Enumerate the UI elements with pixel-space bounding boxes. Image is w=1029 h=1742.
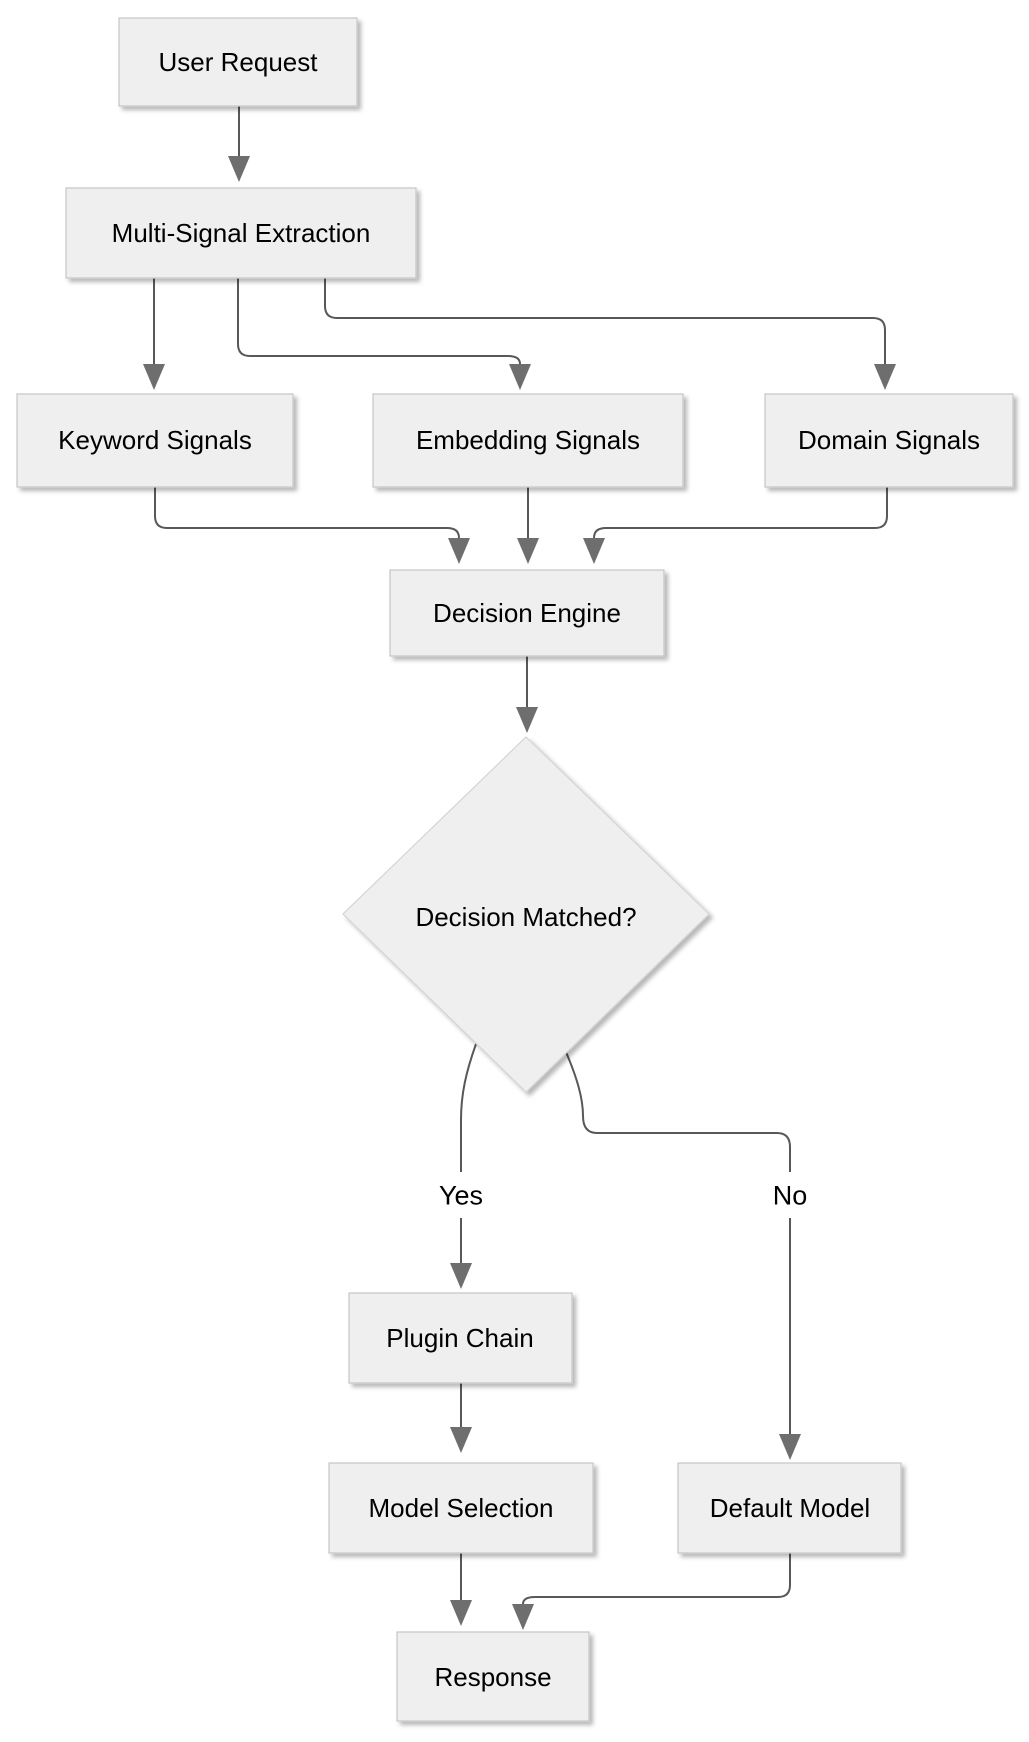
arrowhead-decision-engine-right	[583, 538, 605, 564]
node-decision-matched-diamond	[342, 736, 710, 1093]
arrowhead-domain-signals	[874, 364, 896, 390]
node-default-model-label: Default Model	[710, 1493, 870, 1523]
node-domain-signals-label: Domain Signals	[798, 425, 980, 455]
edge-multi-signal-to-domain-signals	[324, 278, 886, 364]
node-plugin-chain: Plugin Chain	[348, 1292, 573, 1384]
arrowhead-keyword-signals	[143, 364, 165, 390]
node-keyword-signals-box	[16, 393, 294, 488]
node-embedding-signals-box	[372, 393, 684, 488]
node-response-box	[396, 1631, 590, 1722]
edge-keyword-signals-to-decision-engine	[154, 487, 460, 539]
arrowhead-model-selection	[450, 1427, 472, 1453]
edge-no-upper-segment	[565, 1051, 791, 1172]
node-keyword-signals: Keyword Signals	[16, 393, 294, 488]
arrowhead-decision-engine-middle	[517, 538, 539, 564]
node-domain-signals-box	[764, 393, 1014, 488]
node-plugin-chain-box	[348, 1292, 573, 1384]
node-decision-matched: Decision Matched?	[342, 736, 710, 1093]
arrowhead-response-left	[450, 1600, 472, 1626]
node-user-request: User Request	[118, 17, 358, 107]
node-embedding-signals: Embedding Signals	[372, 393, 684, 488]
node-user-request-label: User Request	[159, 47, 319, 77]
edge-multi-signal-to-embedding-signals	[237, 278, 521, 365]
node-multi-signal-extraction-box	[65, 187, 417, 279]
node-decision-engine: Decision Engine	[389, 569, 665, 657]
node-default-model-box	[677, 1462, 902, 1554]
node-decision-engine-label: Decision Engine	[433, 598, 621, 628]
arrowhead-response-right	[512, 1604, 534, 1630]
node-keyword-signals-label: Keyword Signals	[58, 425, 252, 455]
arrowhead-multi-signal-extraction	[228, 156, 250, 182]
node-multi-signal-extraction-label: Multi-Signal Extraction	[112, 218, 371, 248]
node-multi-signal-extraction: Multi-Signal Extraction	[65, 187, 417, 279]
arrowhead-decision-matched	[516, 707, 538, 733]
edge-domain-signals-to-decision-engine	[593, 487, 888, 539]
node-response: Response	[396, 1631, 590, 1722]
edge-default-model-to-response	[522, 1553, 791, 1605]
arrowhead-default-model	[779, 1434, 801, 1460]
node-decision-matched-label: Decision Matched?	[415, 902, 636, 932]
node-embedding-signals-label: Embedding Signals	[416, 425, 640, 455]
edges	[143, 106, 896, 1630]
node-decision-engine-box	[389, 569, 665, 657]
edge-yes-upper-segment	[460, 1043, 477, 1172]
arrowhead-embedding-signals	[509, 364, 531, 390]
node-default-model: Default Model	[677, 1462, 902, 1554]
node-plugin-chain-label: Plugin Chain	[386, 1323, 533, 1353]
node-model-selection-box	[328, 1462, 594, 1554]
arrowhead-plugin-chain	[450, 1263, 472, 1289]
arrowhead-decision-engine-left	[448, 538, 470, 564]
node-response-label: Response	[434, 1662, 551, 1692]
node-user-request-box	[118, 17, 358, 107]
node-model-selection: Model Selection	[328, 1462, 594, 1554]
node-domain-signals: Domain Signals	[764, 393, 1014, 488]
node-model-selection-label: Model Selection	[369, 1493, 554, 1523]
edge-label-no: No	[773, 1180, 808, 1210]
edge-label-yes: Yes	[439, 1180, 483, 1210]
